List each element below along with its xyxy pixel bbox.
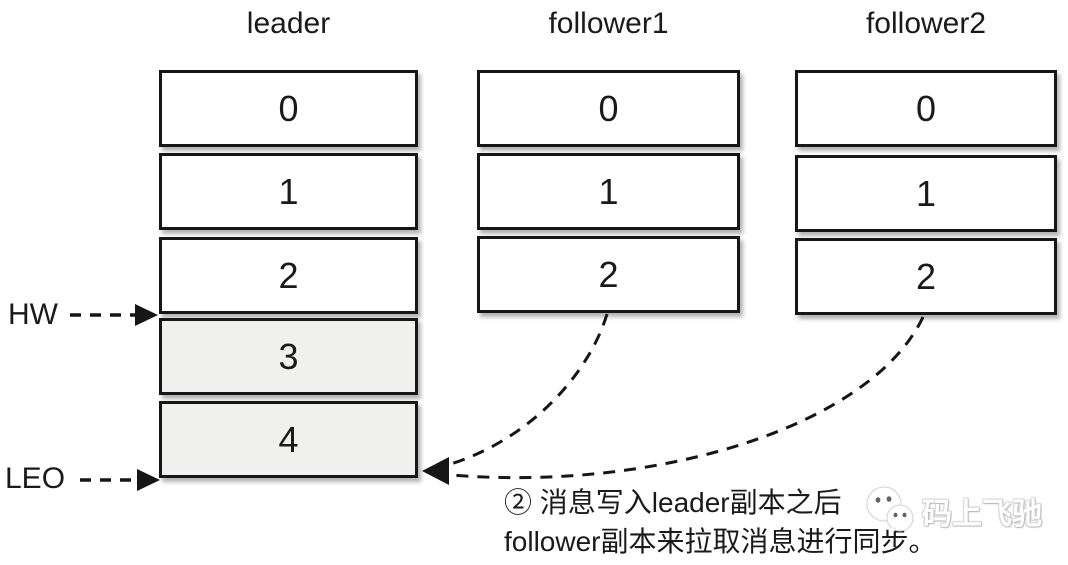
caption-line-2: follower副本来拉取消息进行同步。 [504, 526, 937, 557]
follower1-cell-0: 0 [477, 70, 740, 147]
follower1-fetch-curve [450, 313, 609, 466]
follower1-cell-1: 1 [477, 153, 740, 230]
cell-offset-label: 1 [598, 170, 619, 212]
leader-cell-4: 4 [159, 401, 418, 478]
cell-offset-label: 3 [278, 335, 299, 377]
cell-offset-label: 4 [278, 418, 299, 460]
caption: ② 消息写入leader副本之后 follower副本来拉取消息进行同步。 [504, 483, 936, 561]
fetch-arrowhead [422, 457, 449, 485]
column-title-follower1: follower1 [548, 7, 669, 40]
caption-line-1: ② 消息写入leader副本之后 [504, 487, 842, 518]
cell-offset-label: 1 [278, 170, 299, 212]
cell-offset-label: 2 [278, 254, 299, 296]
leo-arrow [80, 469, 160, 491]
leader-cell-0: 0 [159, 70, 418, 147]
leader-cell-3: 3 [159, 318, 418, 395]
cell-offset-label: 0 [278, 87, 299, 129]
watermark-text: 码上飞驰 [922, 498, 1042, 531]
watermark: 码上飞驰 [862, 484, 1042, 538]
wechat-bubbles-icon [866, 486, 914, 534]
cell-offset-label: 1 [915, 172, 937, 214]
cell-offset-label: 0 [915, 87, 937, 129]
hw-arrow [70, 304, 158, 326]
follower2-cell-0: 0 [795, 70, 1057, 147]
follower2-cell-2: 2 [795, 238, 1057, 315]
leo-marker-label: LEO [5, 462, 66, 495]
leader-cell-2: 2 [159, 237, 418, 314]
column-title-follower2: follower2 [865, 7, 987, 40]
follower2-fetch-curve [450, 316, 925, 480]
follower2-cell-1: 1 [795, 155, 1057, 232]
hw-marker-label: HW [8, 298, 58, 331]
cell-offset-label: 0 [598, 87, 619, 129]
cell-offset-label: 2 [598, 253, 619, 295]
cell-offset-label: 2 [915, 255, 937, 297]
leader-cell-1: 1 [159, 153, 418, 230]
follower1-cell-2: 2 [477, 236, 740, 313]
column-title-leader: leader [246, 7, 331, 40]
